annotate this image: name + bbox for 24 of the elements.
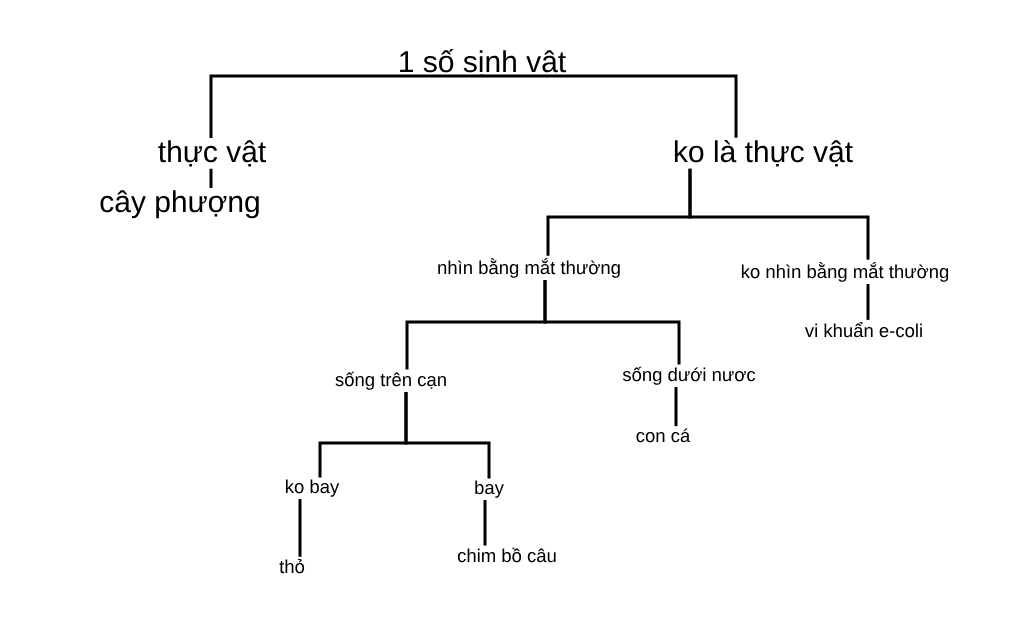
branch-line	[866, 284, 870, 320]
tree-label: bay	[475, 480, 504, 498]
tree-label: 1 số sinh vât	[400, 48, 566, 73]
tree-label: ko là thực vật	[674, 139, 853, 167]
tree-label: ko nhìn bằng mắt thường	[741, 261, 949, 282]
branch-line	[298, 499, 302, 557]
branch-line	[209, 168, 213, 188]
tree-label: cây phượng	[100, 190, 259, 219]
tree-label: thực vật	[158, 140, 266, 167]
branch-line	[209, 74, 484, 138]
branch-line	[543, 280, 681, 365]
branch-line	[480, 74, 738, 138]
tree-label: sống trên cạn	[335, 371, 446, 390]
branch-line	[483, 500, 487, 546]
branch-line	[404, 392, 491, 479]
tree-label: chim bồ câu	[457, 547, 556, 563]
branch-line	[674, 387, 678, 427]
branch-line	[688, 168, 870, 260]
tree-label: nhìn bằng mắt thường	[438, 257, 620, 278]
tree-label: vi khuẩn e-coli	[804, 322, 922, 338]
tree-label: thỏ	[279, 559, 305, 574]
tree-label: ko bay	[286, 479, 340, 497]
tree-label: sống dưới nươc	[622, 366, 756, 385]
tree-label: con cá	[636, 428, 691, 443]
